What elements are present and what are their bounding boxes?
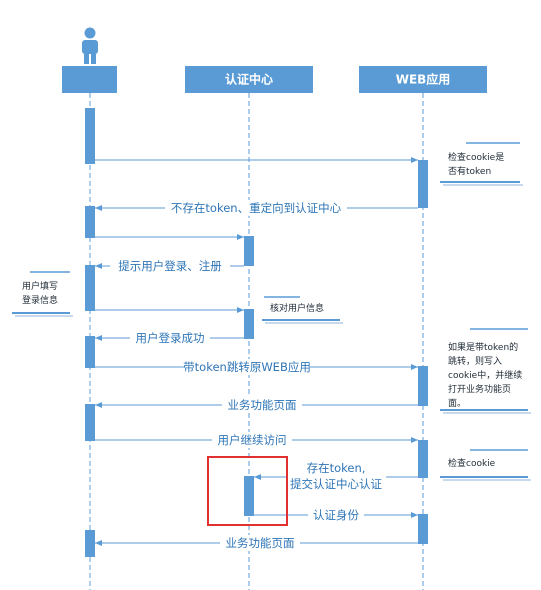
activation-user-3 <box>85 265 95 311</box>
message-label-11: 认证身份 <box>313 508 359 522</box>
message-label-4: 提示用户登录、注册 <box>118 259 222 273</box>
highlight-box <box>207 456 288 526</box>
participant-user <box>62 66 117 93</box>
note-line: 打开业务功能页 <box>448 385 512 395</box>
activation-web-1 <box>418 160 428 208</box>
svg-text:认证中心: 认证中心 <box>225 72 273 87</box>
participant-auth-center: 认证中心 <box>185 66 313 93</box>
activation-user-6 <box>85 530 95 557</box>
note-line: 否有token <box>448 167 492 177</box>
activation-auth-1 <box>244 236 254 266</box>
activation-user-5 <box>85 404 95 441</box>
message-label-10-line2: 提交认证中心认证 <box>290 477 382 491</box>
activation-user-2 <box>85 206 95 238</box>
note-line: 核对用户信息 <box>270 304 325 314</box>
note-check-cookie-2: 检查cookie <box>448 457 495 471</box>
message-label-12: 业务功能页面 <box>226 536 295 550</box>
activation-user-1 <box>85 108 95 164</box>
note-user-fill: 用户填写 登录信息 <box>22 280 58 308</box>
user-actor-icon <box>82 27 98 64</box>
note-line: cookie中，并继续 <box>448 371 523 381</box>
activation-auth-3 <box>244 476 254 516</box>
note-line: 如果是带token的 <box>448 343 519 353</box>
note-verify-user: 核对用户信息 <box>270 302 324 316</box>
message-label-7: 带token跳转原WEB应用 <box>183 360 311 374</box>
activation-user-4 <box>85 336 95 368</box>
message-label-2: 不存在token、重定向到认证中心 <box>171 201 342 215</box>
note-line: 检查cookie <box>448 459 496 469</box>
svg-text:WEB应用: WEB应用 <box>396 72 451 87</box>
message-label-8: 业务功能页面 <box>228 398 297 412</box>
activation-web-2 <box>418 366 428 406</box>
note-line: 登录信息 <box>22 296 59 306</box>
note-line: 面。 <box>448 399 467 409</box>
activation-web-3 <box>418 440 428 478</box>
activation-web-4 <box>418 514 428 544</box>
note-line: 检查cookie是 <box>448 153 505 163</box>
note-line: 用户填写 <box>22 282 59 292</box>
participant-web-app: WEB应用 <box>359 66 487 93</box>
message-label-6: 用户登录成功 <box>136 331 205 345</box>
message-label-10-line1: 存在token, <box>307 461 366 475</box>
note-check-cookie: 检查cookie是 否有token <box>448 151 504 179</box>
note-line: 跳转，则写入 <box>448 357 503 367</box>
activation-auth-2 <box>244 309 254 339</box>
note-redirect: 如果是带token的 跳转，则写入 cookie中，并继续 打开业务功能页 面。 <box>448 341 522 411</box>
message-label-9: 用户继续访问 <box>218 433 287 447</box>
